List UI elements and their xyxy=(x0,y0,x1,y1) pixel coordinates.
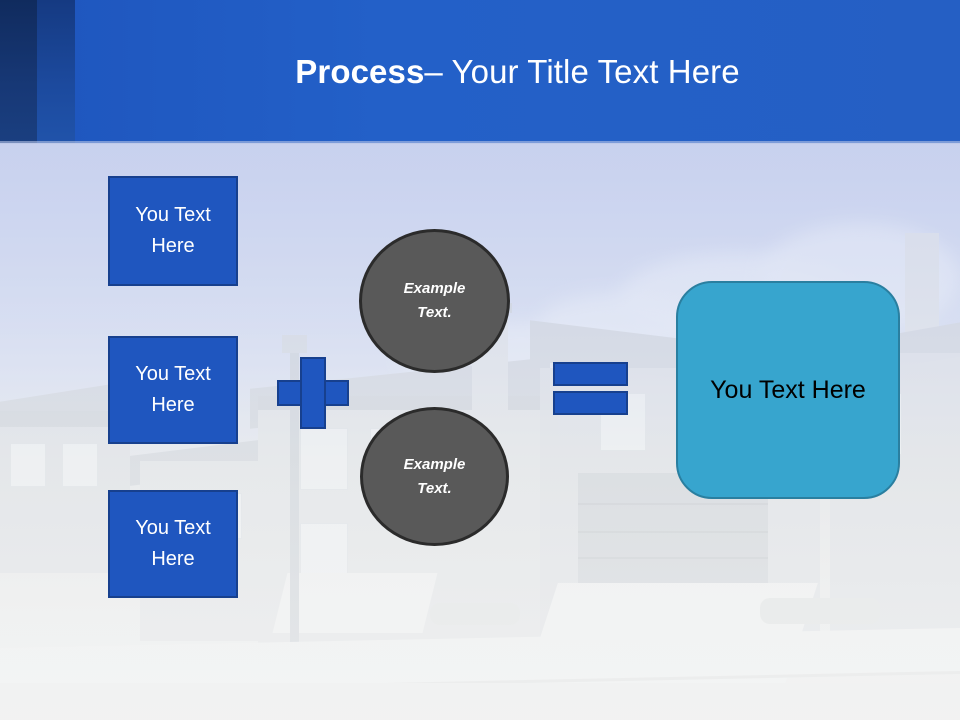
input-box-1[interactable]: You Text Here xyxy=(108,176,238,286)
example-circle-2-line2: Text. xyxy=(417,479,452,497)
header-accent-stripe-dark xyxy=(0,0,37,143)
input-box-2-label: You Text Here xyxy=(135,363,211,416)
input-box-1-label: You Text Here xyxy=(135,204,211,257)
background-photo xyxy=(0,143,960,720)
equals-icon xyxy=(553,362,628,415)
example-circle-2-line1: Example xyxy=(403,455,466,473)
page-title-strong: Process xyxy=(295,52,425,90)
result-box[interactable]: You Text Here xyxy=(676,281,900,499)
page-title-rest: – Your Title Text Here xyxy=(424,52,740,90)
example-circle-2[interactable]: Example Text. xyxy=(360,407,509,546)
input-box-3-label: You Text Here xyxy=(135,517,211,570)
slide-header: Process – Your Title Text Here xyxy=(0,0,960,143)
equals-icon-top-bar xyxy=(553,362,628,386)
result-box-label: You Text Here xyxy=(710,375,866,404)
plus-icon-center xyxy=(302,382,324,404)
input-box-3[interactable]: You Text Here xyxy=(108,490,238,598)
equals-icon-bottom-bar xyxy=(553,391,628,415)
example-circle-1-line1: Example xyxy=(403,280,466,297)
example-circle-1-line2: Text. xyxy=(417,304,452,321)
page-title: Process – Your Title Text Here xyxy=(75,0,960,143)
header-underline xyxy=(0,141,960,144)
example-circle-1[interactable]: Example Text. xyxy=(359,229,510,373)
plus-icon xyxy=(277,357,349,429)
header-accent-stripe-mid xyxy=(37,0,75,143)
input-box-2[interactable]: You Text Here xyxy=(108,336,238,444)
